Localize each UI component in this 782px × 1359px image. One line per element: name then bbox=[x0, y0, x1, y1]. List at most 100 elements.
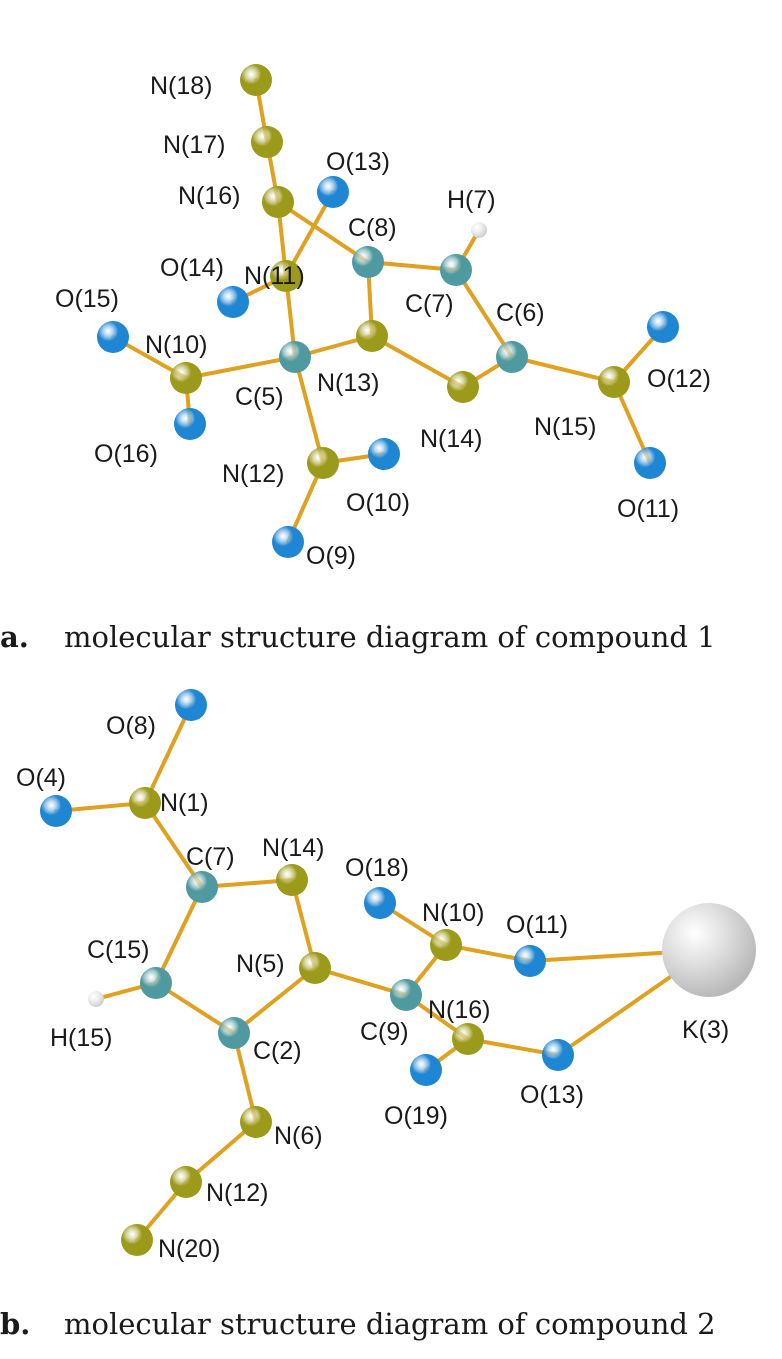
atom-c7 bbox=[440, 254, 472, 286]
caption-letter: b. bbox=[0, 1307, 31, 1341]
bond-c5-n12 bbox=[293, 355, 325, 465]
atom-n10 bbox=[170, 362, 202, 394]
molecule-compound-1: N(18)N(17)N(16)O(13)H(7)C(8)O(14)N(11)C(… bbox=[55, 64, 711, 570]
atom-label-n17: N(17) bbox=[163, 131, 226, 159]
atom-o15 bbox=[97, 321, 129, 353]
atom-label-n10: N(10) bbox=[145, 331, 208, 359]
atom-n10 bbox=[430, 929, 462, 961]
atom-o13 bbox=[317, 176, 349, 208]
atom-label-n16: N(16) bbox=[178, 182, 241, 210]
atom-n12 bbox=[170, 1166, 202, 1198]
bond-c7-c15 bbox=[154, 885, 204, 985]
atom-c8 bbox=[352, 246, 384, 278]
atom-n6 bbox=[240, 1106, 272, 1138]
atom-label-n5: N(5) bbox=[236, 950, 285, 978]
caption-compound-1: a. molecular structure diagram of compoun… bbox=[0, 620, 716, 654]
label-layer: N(18)N(17)N(16)O(13)H(7)C(8)O(14)N(11)C(… bbox=[55, 72, 711, 570]
atom-label-o16: O(16) bbox=[94, 440, 158, 468]
atom-n14 bbox=[276, 864, 308, 896]
atom-c7 bbox=[186, 871, 218, 903]
atom-label-n1: N(1) bbox=[160, 789, 209, 817]
atom-label-n14: N(14) bbox=[262, 834, 325, 862]
caption-text: molecular structure diagram of compound … bbox=[64, 1307, 716, 1341]
atom-n1 bbox=[129, 787, 161, 819]
atom-label-o10: O(10) bbox=[346, 489, 410, 517]
atom-label-o14: O(14) bbox=[160, 254, 224, 282]
atom-c5 bbox=[279, 341, 311, 373]
atom-label-o4: O(4) bbox=[16, 764, 66, 792]
atom-label-o19: O(19) bbox=[384, 1102, 448, 1130]
atom-h15 bbox=[88, 991, 104, 1007]
atom-label-o11: O(11) bbox=[506, 911, 568, 939]
caption-text: molecular structure diagram of compound … bbox=[64, 620, 716, 654]
atom-layer bbox=[40, 689, 756, 1256]
bond-n11-o13 bbox=[284, 190, 335, 278]
atom-n15 bbox=[598, 366, 630, 398]
atom-label-n10: N(10) bbox=[422, 899, 485, 927]
atom-o8 bbox=[175, 689, 207, 721]
atom-c15 bbox=[140, 967, 172, 999]
atom-label-c7: C(7) bbox=[405, 290, 454, 318]
atom-o9 bbox=[272, 526, 304, 558]
atom-label-c2: C(2) bbox=[253, 1037, 302, 1065]
atom-label-n20: N(20) bbox=[158, 1235, 221, 1263]
atom-n16 bbox=[452, 1023, 484, 1055]
atom-label-c15: C(15) bbox=[87, 936, 150, 964]
atom-label-c9: C(9) bbox=[360, 1018, 409, 1046]
atom-label-o9: O(9) bbox=[306, 542, 356, 570]
atom-label-o18: O(18) bbox=[345, 854, 409, 882]
atom-label-o8: O(8) bbox=[106, 712, 156, 740]
label-layer: O(8) O(4) N(1) C(7) N(14) O(18) N(10) O(11) C(15… bbox=[16, 712, 729, 1263]
atom-label-n12: N(12) bbox=[206, 1179, 269, 1207]
atom-o14 bbox=[217, 286, 249, 318]
atom-label-n16: N(16) bbox=[428, 996, 491, 1024]
caption-letter: a. bbox=[0, 620, 29, 654]
atom-n20 bbox=[121, 1224, 153, 1256]
atom-label-h7: H(7) bbox=[447, 186, 496, 214]
atom-c6 bbox=[496, 341, 528, 373]
atom-o18 bbox=[364, 887, 396, 919]
atom-k3 bbox=[662, 903, 756, 997]
atom-o11 bbox=[514, 945, 546, 977]
atom-label-n14: N(14) bbox=[420, 425, 483, 453]
atom-n5 bbox=[299, 952, 331, 984]
atom-n14 bbox=[447, 371, 479, 403]
atom-c2 bbox=[218, 1017, 250, 1049]
atom-n16 bbox=[262, 186, 294, 218]
atom-label-o12: O(12) bbox=[647, 365, 711, 393]
atom-label-n11: N(11) bbox=[244, 262, 305, 290]
bond-c7-c6 bbox=[454, 268, 514, 359]
atom-o4 bbox=[40, 795, 72, 827]
atom-label-o15: O(15) bbox=[55, 285, 119, 313]
atom-o10 bbox=[368, 438, 400, 470]
atom-label-o11: O(11) bbox=[617, 495, 679, 523]
atom-label-n13: N(13) bbox=[317, 369, 380, 397]
atom-o11 bbox=[634, 447, 666, 479]
atom-h7 bbox=[471, 222, 487, 238]
atom-label-o13: O(13) bbox=[520, 1081, 584, 1109]
atom-label-o13: O(13) bbox=[326, 148, 390, 176]
atom-c9 bbox=[390, 979, 422, 1011]
atom-n11 bbox=[270, 260, 302, 292]
atom-label-c7: C(7) bbox=[186, 843, 235, 871]
atom-o13 bbox=[542, 1039, 574, 1071]
bond-n16-c8 bbox=[276, 200, 370, 264]
atom-label-n15: N(15) bbox=[534, 413, 597, 441]
molecule-compound-2: O(8) O(4) N(1) C(7) N(14) O(18) N(10) O(11) C(15… bbox=[16, 689, 756, 1263]
bond-n1-o8 bbox=[143, 703, 193, 805]
atom-n17 bbox=[251, 126, 283, 158]
bond-c6-n15 bbox=[510, 355, 616, 384]
atom-label-c6: C(6) bbox=[496, 299, 545, 327]
bond-n14-n13 bbox=[370, 334, 465, 389]
atom-label-n18: N(18) bbox=[150, 72, 213, 100]
bond-c5-n10 bbox=[184, 355, 297, 380]
atom-layer bbox=[97, 64, 679, 558]
bond-c2-n5 bbox=[232, 966, 317, 1035]
atom-n18 bbox=[240, 64, 272, 96]
atom-n13 bbox=[356, 320, 388, 352]
atom-n12 bbox=[307, 447, 339, 479]
atom-o16 bbox=[174, 408, 206, 440]
caption-compound-2: b. molecular structure diagram of compoun… bbox=[0, 1307, 716, 1341]
atom-label-h15: H(15) bbox=[50, 1024, 113, 1052]
